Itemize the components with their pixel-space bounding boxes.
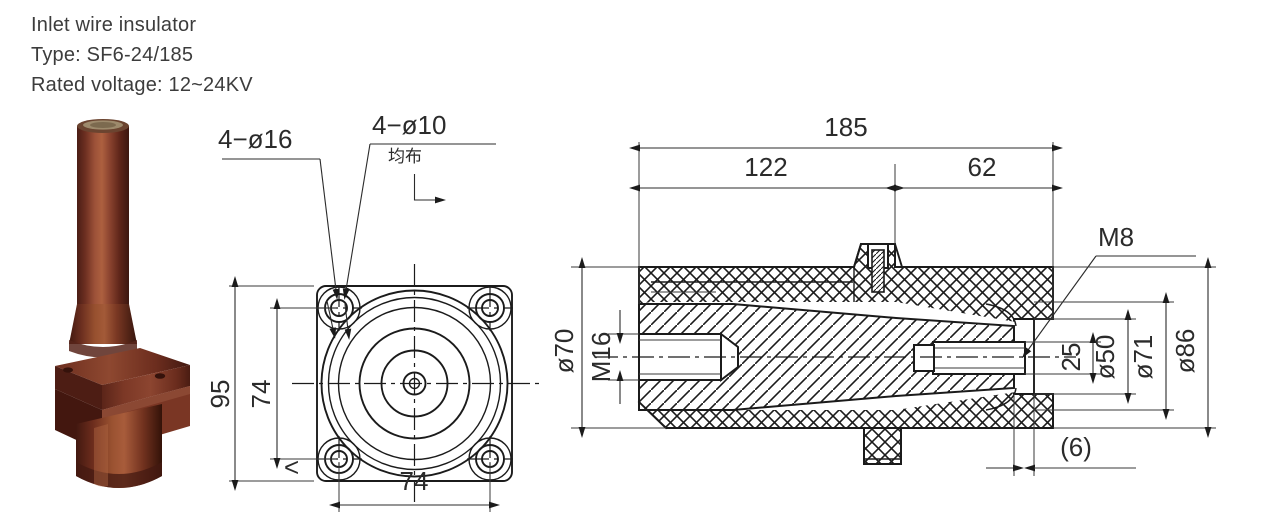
section-dim-d71-label: ø71 xyxy=(1128,335,1158,380)
section-dim-185-label: 185 xyxy=(824,112,867,142)
front-dim-74-horizontal: 74 xyxy=(329,462,500,512)
front-dim-74h-label: 74 xyxy=(400,466,429,496)
section-top-boss xyxy=(852,242,904,293)
photo-bolt-hole xyxy=(63,367,73,373)
section-dim-6-label: (6) xyxy=(1060,432,1092,462)
section-dim-6: (6) xyxy=(986,394,1136,476)
section-dim-122-label: 122 xyxy=(744,152,787,182)
spec-header: Inlet wire insulator Type: SF6-24/185 Ra… xyxy=(31,10,253,100)
product-photo xyxy=(38,108,208,498)
section-dim-m16-label: M16 xyxy=(586,332,616,383)
section-dim-d71: ø71 xyxy=(1034,292,1174,420)
section-view: 185 122 62 ø70 xyxy=(549,112,1216,476)
section-dim-d86-label: ø86 xyxy=(1170,329,1200,374)
photo-svg xyxy=(55,119,190,488)
front-dim-74v-label: 74 xyxy=(246,380,276,409)
section-dim-25: 25 xyxy=(1025,332,1101,384)
section-dim-185: 185 xyxy=(629,112,1063,152)
front-view: 4−ø16 4−ø10 均布 95 xyxy=(205,110,541,512)
product-type: Type: SF6-24/185 xyxy=(31,44,194,66)
photo-bolt-hole xyxy=(154,373,166,379)
section-dim-d50-label: ø50 xyxy=(1090,335,1120,380)
section-dim-62: 62 xyxy=(885,152,1063,192)
photo-lower-bushing xyxy=(76,404,162,488)
section-dim-122: 122 xyxy=(629,152,905,192)
front-dim-74-vertical: 74 xyxy=(246,298,336,469)
product-voltage: Rated voltage: 12~24KV xyxy=(31,74,253,96)
photo-upper-bushing xyxy=(77,119,129,308)
drawing-svg: .ln {stroke:#1b1b1b;stroke-width:1.9;fil… xyxy=(205,110,1216,512)
section-label-m8: M8 xyxy=(1098,222,1134,252)
section-dim-m16: M16 xyxy=(586,310,639,404)
section-dim-d70: ø70 xyxy=(549,257,666,438)
section-dim-d70-label: ø70 xyxy=(549,329,579,374)
section-lower-taper xyxy=(637,400,668,430)
section-m8-bore xyxy=(913,341,1026,375)
front-label-d16: 4−ø16 xyxy=(218,124,292,154)
front-label-d10: 4−ø10 xyxy=(372,110,446,140)
section-dim-d86: ø86 xyxy=(1053,257,1216,438)
technical-drawing: .ln {stroke:#1b1b1b;stroke-width:1.9;fil… xyxy=(196,104,1269,522)
front-bolt-hole-tr xyxy=(467,285,513,331)
photo-transition-cone xyxy=(69,304,137,358)
product-name: Inlet wire insulator xyxy=(31,14,197,36)
front-view-direction-arrow xyxy=(413,174,446,204)
front-label-note: 均布 xyxy=(388,147,422,167)
section-callout-m8: M8 xyxy=(1022,222,1196,359)
front-callout-d16: 4−ø16 xyxy=(218,124,340,339)
front-dim-95-label: 95 xyxy=(205,380,235,409)
section-dim-25-label: 25 xyxy=(1056,343,1086,372)
section-dim-d50: ø50 xyxy=(1034,309,1136,404)
front-callout-d10: 4−ø10 均布 xyxy=(342,110,496,340)
section-dim-62-label: 62 xyxy=(968,152,997,182)
front-section-marker: < xyxy=(284,452,299,482)
front-dim-95: 95 xyxy=(205,276,314,491)
section-bottom-tab xyxy=(863,427,902,465)
